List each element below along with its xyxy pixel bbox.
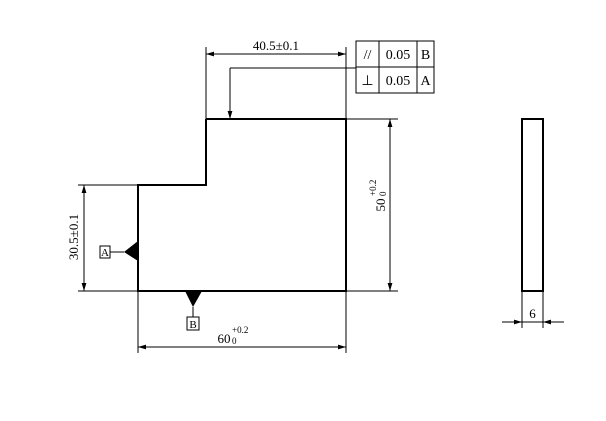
datum-a: A bbox=[99, 241, 138, 261]
fcf-row2-datum: A bbox=[420, 74, 431, 89]
dim-right-height-upper-tol: +0.2 bbox=[368, 180, 378, 196]
dim-top-width: 40.5±0.1 bbox=[205, 38, 347, 119]
fcf-row1-datum: B bbox=[421, 48, 430, 63]
dim-side-thickness-label: 6 bbox=[529, 306, 536, 321]
dim-left-height: 30.5±0.1 bbox=[66, 184, 138, 292]
feature-control-frame: // 0.05 B ⊥ 0.05 A bbox=[355, 40, 435, 94]
dim-side-thickness: 6 bbox=[502, 291, 564, 328]
datum-b-label: B bbox=[189, 319, 196, 331]
dim-right-height-lower-tol: 0 bbox=[378, 191, 388, 196]
dim-bottom-width: 60 +0.2 0 bbox=[137, 291, 347, 353]
datum-a-label: A bbox=[101, 247, 109, 259]
fcf-leader bbox=[227, 67, 356, 119]
fcf-row2-tolerance: 0.05 bbox=[386, 74, 411, 89]
fcf-row2-symbol: ⊥ bbox=[361, 74, 373, 89]
dim-bottom-width-value: 60 bbox=[218, 331, 231, 346]
dim-top-width-label: 40.5±0.1 bbox=[253, 38, 299, 53]
datum-b: B bbox=[185, 291, 202, 331]
fcf-row1-tolerance: 0.05 bbox=[386, 48, 411, 63]
part-outline bbox=[137, 118, 347, 292]
dim-bottom-width-upper-tol: +0.2 bbox=[232, 325, 248, 335]
dim-bottom-width-lower-tol: 0 bbox=[232, 336, 237, 346]
side-view-outline bbox=[521, 118, 544, 292]
dim-right-height: 50 +0.2 0 bbox=[346, 118, 398, 292]
fcf-row1-symbol: // bbox=[364, 48, 372, 63]
dim-left-height-label: 30.5±0.1 bbox=[66, 214, 81, 260]
dim-right-height-value: 50 bbox=[373, 199, 388, 212]
